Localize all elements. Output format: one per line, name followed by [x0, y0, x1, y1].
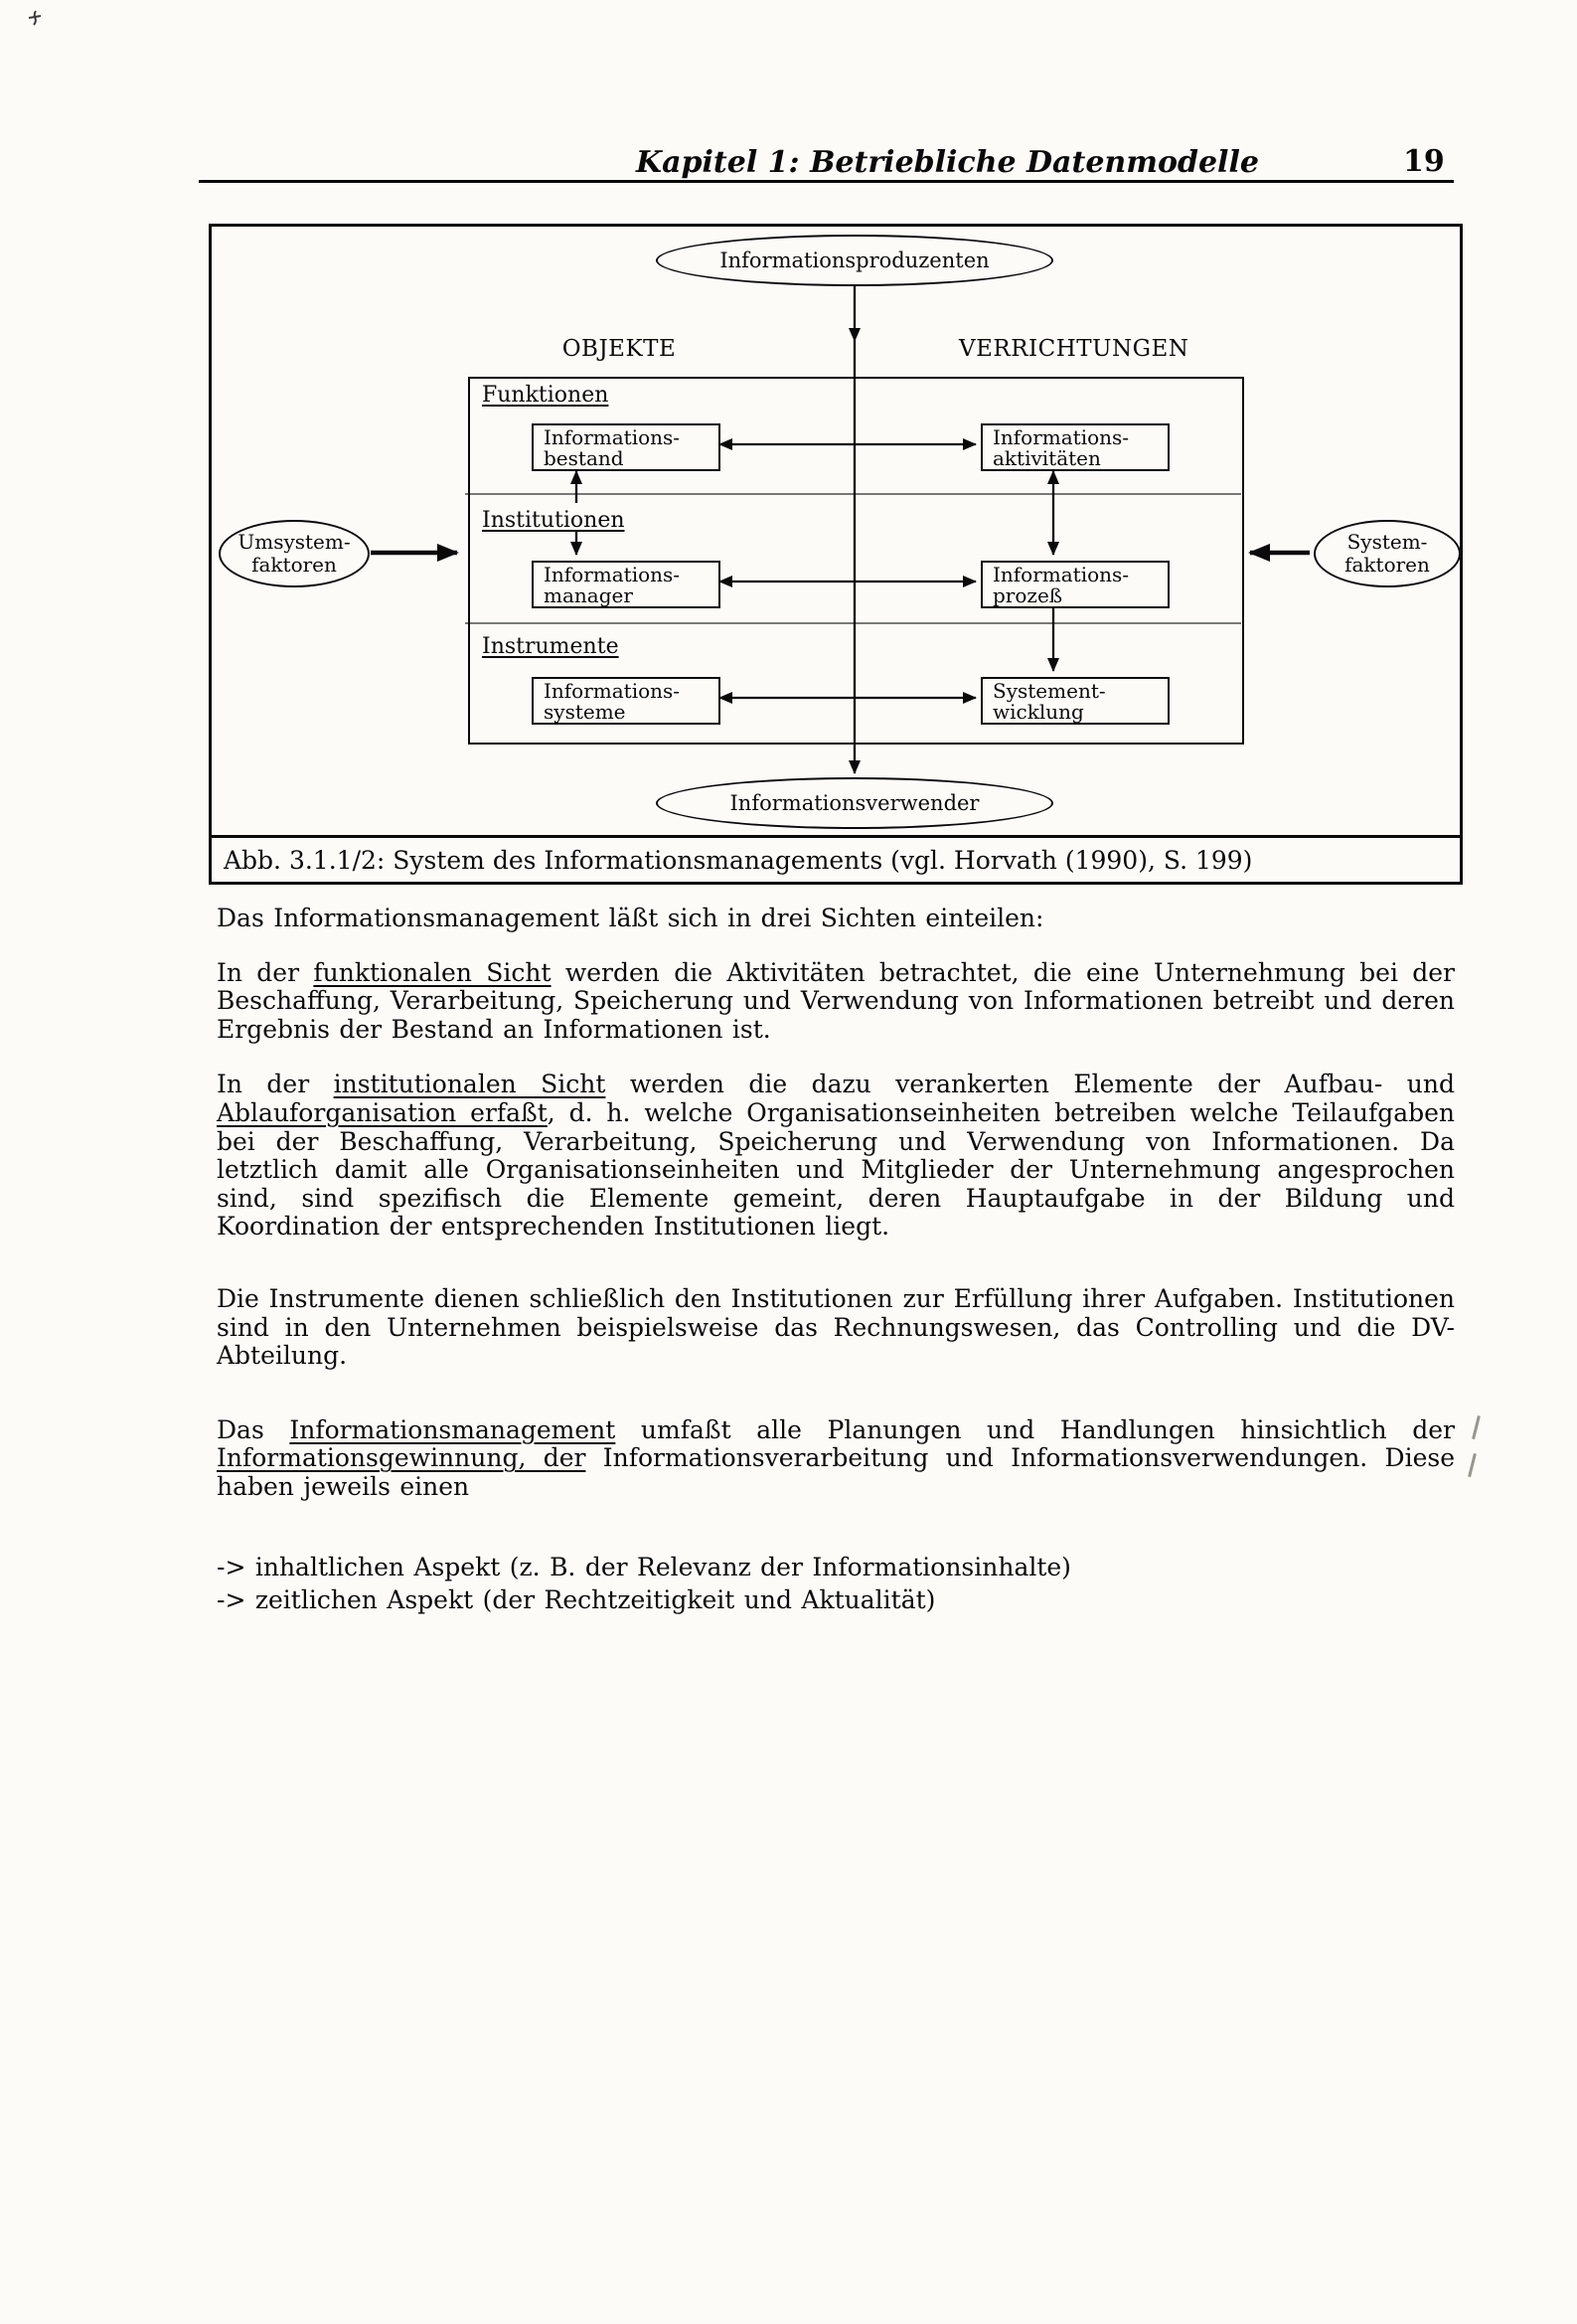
node-systementwicklung: Systement- wicklung [981, 677, 1170, 725]
running-header-title: Kapitel 1: Betriebliche Datenmodelle [636, 145, 1259, 180]
section-label-institutionen: Institutionen [482, 508, 625, 533]
body-paragraph: Das Informationsmanagement umfaßt alle P… [217, 1414, 1455, 1502]
ellipse-informationsverwender: Informationsverwender [656, 777, 1053, 829]
node-informationsaktivitaeten: Informations- aktivitäten [981, 423, 1170, 471]
node-label-line: manager [544, 583, 633, 607]
ellipse-umsystemfaktoren: Umsystem- faktoren [219, 520, 370, 587]
node-label-line: Systement- [993, 679, 1106, 703]
text-run: Die Instrumente dienen schließlich den I… [217, 1283, 1455, 1371]
ellipse-informationsproduzenten: Informationsproduzenten [656, 235, 1053, 286]
ellipse-label: Informationsproduzenten [719, 249, 990, 272]
text-run: Das [217, 1414, 290, 1444]
matrix-frame [468, 377, 1244, 745]
text-run: werden die Aktivitäten betrachtet, die e… [217, 957, 1455, 1044]
aspect-item-zeitlich: -> zeitlichen Aspekt (der Rechtzeitigkei… [217, 1584, 936, 1614]
ellipse-systemfaktoren: System- faktoren [1314, 520, 1461, 587]
ellipse-label-line: faktoren [1344, 553, 1430, 577]
body-text-column: Das Informationsmanagement läßt sich in … [217, 904, 1455, 1616]
section-label-funktionen: Funktionen [482, 383, 609, 408]
text-run: In der [217, 957, 314, 987]
scan-artifact-mark [28, 10, 42, 26]
underlined-phrase: institutionalen Sicht [333, 1070, 606, 1099]
figure-frame: Informationsproduzenten Informationsverw… [209, 224, 1463, 885]
node-label-line: prozeß [993, 583, 1063, 607]
body-paragraph: In der funktionalen Sicht werden die Akt… [217, 957, 1455, 1045]
text-run: Informationsverarbeitung und Information… [217, 1443, 1455, 1501]
figure-caption-text: Abb. 3.1.1/2: System des Informationsman… [224, 845, 1253, 875]
node-informationssysteme: Informations- systeme [532, 677, 720, 725]
node-informationsbestand: Informations- bestand [532, 423, 720, 471]
node-informationsprozess: Informations- prozeß [981, 561, 1170, 608]
node-informationsmanager: Informations- manager [532, 561, 720, 608]
node-label-line: aktivitäten [993, 446, 1101, 470]
node-label-line: Informations- [544, 563, 681, 586]
text-run: In der [217, 1070, 334, 1099]
node-label-line: Informations- [993, 425, 1130, 449]
node-label-line: bestand [544, 446, 624, 470]
body-paragraph: In der institutionalen Sicht werden die … [217, 1071, 1455, 1242]
underlined-phrase: Informationsmanagement [289, 1414, 616, 1444]
body-paragraph: Die Instrumente dienen schließlich den I… [217, 1283, 1455, 1371]
aspect-item-inhaltlich: -> inhaltlichen Aspekt (z. B. der Releva… [217, 1552, 1071, 1581]
node-label-line: wicklung [993, 700, 1084, 724]
node-label-line: systeme [544, 700, 626, 724]
node-label-line: Informations- [993, 563, 1130, 586]
text-run: werden die dazu verankerten Elemente der… [605, 1070, 1455, 1099]
ellipse-label: Informationsverwender [729, 791, 980, 815]
figure-caption: Abb. 3.1.1/2: System des Informationsman… [212, 835, 1460, 882]
scan-mark-slash [1472, 1415, 1481, 1439]
body-intro: Das Informationsmanagement läßt sich in … [217, 904, 1044, 932]
node-label-line: Informations- [544, 679, 681, 703]
underlined-phrase: funktionalen Sicht [313, 957, 552, 987]
node-label-line: Informations- [544, 425, 681, 449]
text-run: umfaßt alle Planungen und Handlungen hin… [615, 1414, 1455, 1444]
underlined-phrase: Ablauforganisation erfaßt [217, 1097, 548, 1127]
column-header-objekte: OBJEKTE [561, 336, 677, 362]
section-label-instrumente: Instrumente [482, 634, 619, 659]
scan-mark-slash [1468, 1453, 1477, 1477]
column-header-verrichtungen: VERRICHTUNGEN [959, 336, 1189, 362]
ellipse-label-line: System- [1346, 530, 1428, 554]
underlined-phrase: Informationsgewinnung, der [217, 1443, 586, 1473]
header-rule [199, 180, 1454, 183]
text-run: , d. h. welche Organisationseinheiten be… [217, 1097, 1456, 1242]
ellipse-label-line: Umsystem- [237, 530, 351, 554]
ellipse-label-line: faktoren [251, 553, 337, 577]
page-number: 19 [1403, 144, 1445, 179]
